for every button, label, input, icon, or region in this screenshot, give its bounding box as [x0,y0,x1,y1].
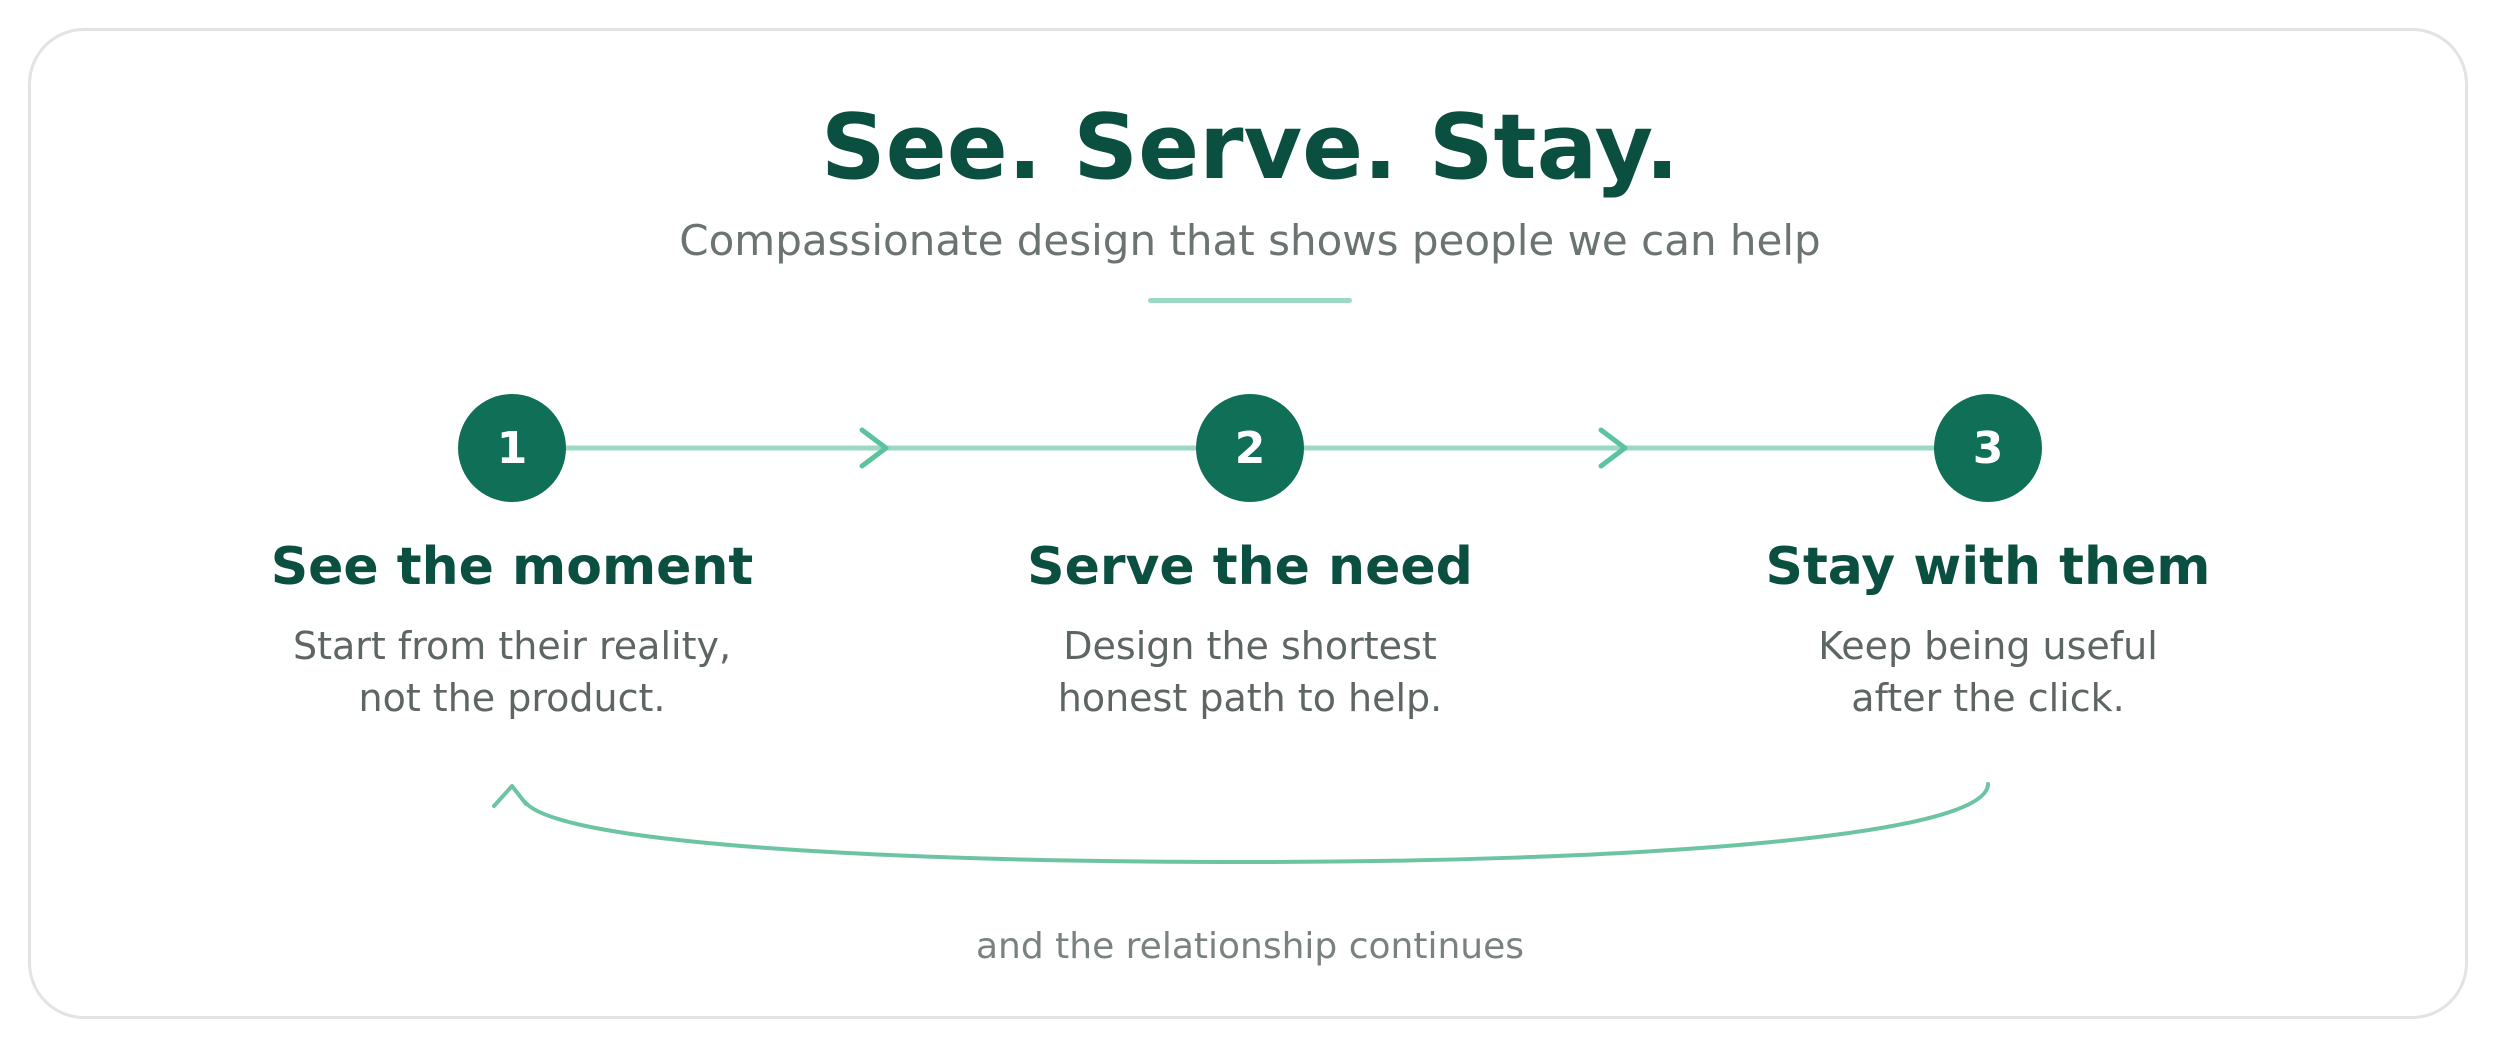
step-1-title: See the moment [270,537,754,597]
step-1-desc-line-2: not the product. [358,676,666,720]
step-3-title: Stay with them [1765,537,2211,597]
step-3-desc-line-2: after the click. [1851,676,2125,720]
page-title: See. Serve. Stay. [820,95,1680,200]
diagram-card [28,28,2468,1019]
step-1-number: 1 [496,422,528,474]
step-3-circle [1934,394,2042,502]
step-1-description: Start from their reality, not the produc… [162,620,862,724]
step-3-description: Keep being useful after the click. [1638,620,2338,724]
step-1-desc-line-1: Start from their reality, [292,624,732,668]
title-divider [1148,298,1352,303]
loop-arrow-icon [523,782,1990,865]
loop-caption: and the relationship continues [975,926,1525,967]
arrow-right-icon [1598,427,1628,469]
page-subtitle: Compassionate design that shows people w… [679,216,1821,265]
loop-arrowhead-icon [492,784,528,808]
step-3-desc-line-1: Keep being useful [1818,624,2158,668]
step-2-circle [1196,394,1304,502]
step-2-desc-line-1: Design the shortest [1063,624,1437,668]
step-2-description: Design the shortest honest path to help. [900,620,1600,724]
step-1-circle [458,394,566,502]
step-2-desc-line-2: honest path to help. [1057,676,1443,720]
step-2-number: 2 [1234,422,1266,474]
step-2-title: Serve the need [1027,537,1473,597]
step-3-number: 3 [1972,422,2004,474]
arrow-right-icon [859,427,889,469]
